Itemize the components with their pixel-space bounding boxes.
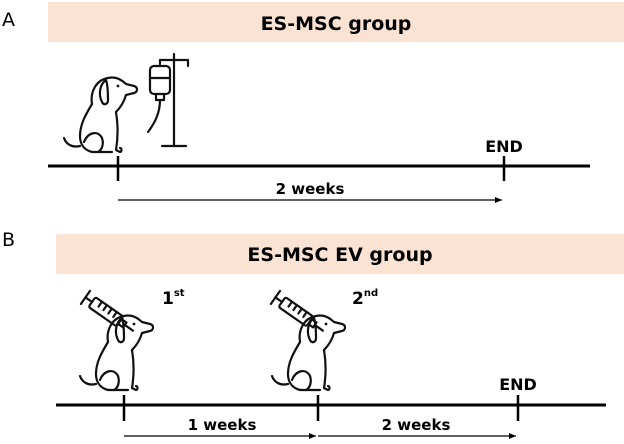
panel-b-interval-2-label: 2 weeks bbox=[382, 416, 451, 434]
panel-b-letter: B bbox=[2, 229, 15, 251]
panel-a-letter: A bbox=[2, 9, 15, 31]
panel-b-end-label: END bbox=[499, 375, 537, 394]
panel-b-interval-1-label: 1 weeks bbox=[188, 416, 257, 434]
first-dose-label: 1st bbox=[162, 288, 185, 309]
dog-icon bbox=[78, 314, 155, 392]
panel-a: A ES-MSC group END 2 weeks bbox=[2, 2, 624, 203]
panel-a-duration-label: 2 weeks bbox=[276, 180, 345, 198]
panel-b: B ES-MSC EV group 1st 2nd END 1 weeks 2 … bbox=[2, 229, 624, 439]
dog-icon bbox=[270, 314, 347, 392]
panel-a-banner bbox=[48, 2, 624, 42]
dog-icon bbox=[62, 76, 139, 154]
syringe-icon bbox=[269, 289, 329, 339]
iv-drip-icon bbox=[146, 52, 190, 148]
panel-a-end-label: END bbox=[485, 137, 523, 156]
panel-a-banner-title: ES-MSC group bbox=[261, 13, 412, 35]
second-dose-label: 2nd bbox=[352, 288, 378, 309]
panel-b-banner-title: ES-MSC EV group bbox=[247, 244, 432, 266]
panel-b-banner bbox=[56, 234, 624, 274]
